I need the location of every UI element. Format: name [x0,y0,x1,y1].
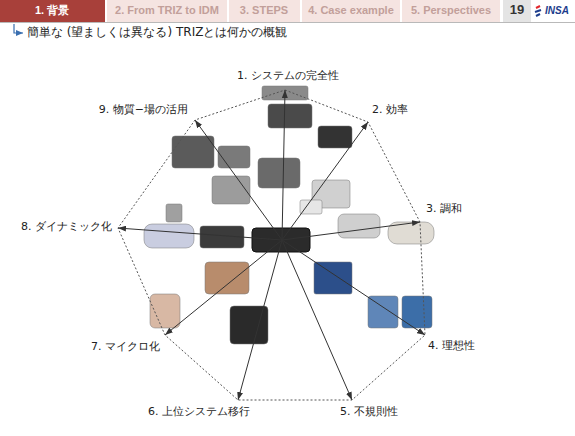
nav-tab [302,0,400,22]
logo-stroke [536,14,540,16]
trend-arrow [282,240,425,335]
trend-label: 5. 不規則性 [340,406,398,419]
device-picture [268,104,312,128]
page-number: 19 [510,3,524,18]
bullet-arrow [14,24,23,33]
trend-arrow [282,122,368,240]
trend-label: 4. 理想性 [428,340,475,353]
device-picture [172,136,214,168]
nav-tab: 3. STEPS [240,4,288,17]
device-picture [218,146,250,168]
trend-arrow [238,240,282,400]
nav-tab-active: 1. 背景 [35,4,69,17]
trend-arrow [165,240,282,335]
logo-mark [535,6,541,16]
trend-label: 7. マイクロ化 [91,341,160,354]
device-picture [144,224,194,248]
device-picture [150,294,180,328]
trend-ring [118,90,425,400]
device-picture [205,262,249,294]
logo-text: INSA [545,5,569,17]
trend-arrow [118,228,282,240]
slide-title: 簡単な (望ましくは異なる) TRIZとは何かの概観 [27,26,287,40]
header-rule [0,22,575,23]
device-picture [258,158,300,188]
trend-label: 8. ダイナミック化 [21,221,112,234]
device-picture [318,126,352,148]
nav-tab [0,0,105,22]
trend-arrow [282,90,285,240]
trend-arrow [195,120,282,240]
trend-arrow [282,222,420,240]
device-picture [314,262,352,294]
device-picture [338,214,380,238]
nav-tab [402,0,500,22]
trend-arrow [282,240,352,400]
device-pictures [144,86,434,344]
device-picture [300,200,322,214]
device-picture [212,176,250,204]
trend-label: 6. 上位システム移行 [148,406,250,419]
trend-label: 9. 物質−場の活用 [99,104,188,117]
logo-stroke [535,10,541,12]
nav-tab: 4. Case example [308,4,394,17]
device-picture [368,296,398,328]
nav-tab [533,0,575,22]
header-bar [0,0,575,22]
logo-stroke [536,6,540,8]
nav-tab: 5. Perspectives [411,4,491,17]
device-picture [166,204,182,222]
nav-tab: 2. From TRIZ to IDM [115,4,219,17]
nav-tab [503,0,531,22]
trend-label: 2. 効率 [372,104,408,117]
trend-label: 3. 調和 [426,203,462,216]
trend-label: 1. システムの完全性 [237,70,339,83]
trend-spokes [118,90,425,400]
nav-tab [107,0,227,22]
nav-tab [229,0,300,22]
